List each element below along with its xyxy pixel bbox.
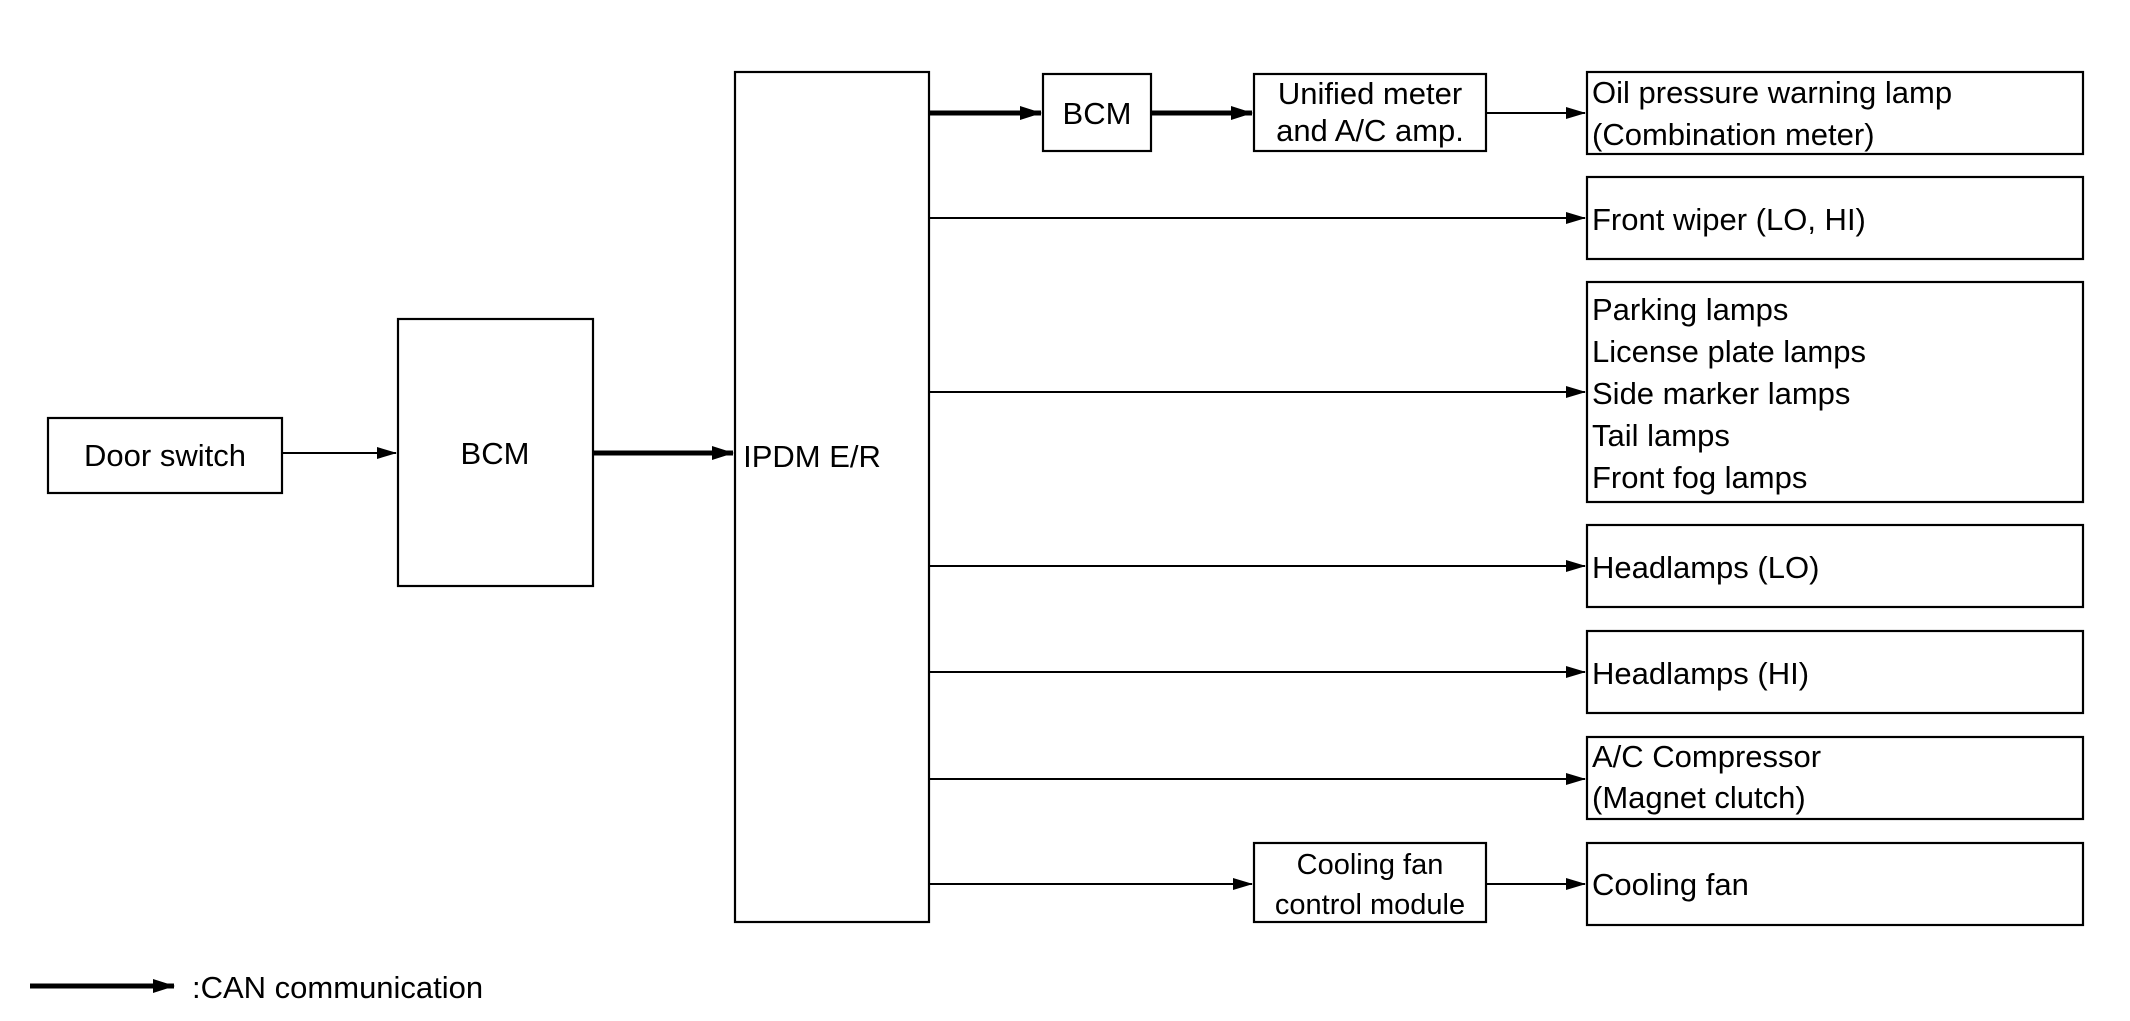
oil-pressure-line-2: (Combination meter) [1592, 117, 1875, 152]
bcm-main-node: BCM [396, 317, 595, 588]
headlamps-lo-line-1: Headlamps (LO) [1592, 550, 1819, 585]
oil-pressure-line-1: Oil pressure warning lamp [1592, 75, 1952, 110]
lamps-line-side-marker: Side marker lamps [1592, 376, 1850, 411]
output-headlamps-hi: Headlamps (HI) [1585, 629, 2085, 715]
legend-can-label: :CAN communication [192, 970, 483, 1005]
cooling-fan-module-box [1252, 841, 1488, 924]
bcm-main-box [396, 317, 595, 588]
output-cooling-fan: Cooling fan [1585, 841, 2085, 927]
headlamps-hi-box [1585, 629, 2085, 715]
bcm-top-box [1041, 72, 1153, 153]
oil-pressure-box [1585, 70, 2085, 156]
legend: :CAN communication [30, 970, 483, 1005]
output-front-wiper: Front wiper (LO, HI) [1585, 175, 2085, 261]
output-oil-pressure: Oil pressure warning lamp (Combination m… [1585, 70, 2085, 156]
cooling-fan-module-line-1: Cooling fan [1297, 849, 1444, 881]
bcm-main-label: BCM [461, 436, 530, 471]
bcm-top-node: BCM [1041, 72, 1153, 153]
cooling-fan-module-node: Cooling fan control module [1252, 841, 1488, 924]
door-switch-node: Door switch [46, 416, 284, 495]
bcm-top-label: BCM [1063, 96, 1132, 131]
output-headlamps-lo: Headlamps (LO) [1585, 523, 2085, 609]
ac-compressor-box [1585, 735, 2085, 821]
unified-meter-line-1: Unified meter [1278, 76, 1462, 111]
ipdm-box [733, 70, 931, 924]
ipdm-node: IPDM E/R [733, 70, 931, 924]
lamps-line-front-fog: Front fog lamps [1592, 460, 1807, 495]
front-wiper-line-1: Front wiper (LO, HI) [1592, 202, 1866, 237]
lamps-line-parking: Parking lamps [1592, 292, 1788, 327]
unified-meter-node: Unified meter and A/C amp. [1252, 72, 1488, 153]
ac-compressor-line-2: (Magnet clutch) [1592, 780, 1806, 815]
front-wiper-box [1585, 175, 2085, 261]
ipdm-label: IPDM E/R [743, 439, 881, 474]
ac-compressor-line-1: A/C Compressor [1592, 739, 1821, 774]
lamps-line-tail: Tail lamps [1592, 418, 1730, 453]
door-switch-box [46, 416, 284, 495]
cooling-fan-line-1: Cooling fan [1592, 867, 1749, 902]
lamps-box [1585, 280, 2085, 504]
door-switch-label: Door switch [84, 438, 246, 473]
output-ac-compressor: A/C Compressor (Magnet clutch) [1585, 735, 2085, 821]
cooling-fan-module-line-2: control module [1275, 889, 1465, 921]
lamps-line-license: License plate lamps [1592, 334, 1866, 369]
headlamps-lo-box [1585, 523, 2085, 609]
output-lamps: Parking lamps License plate lamps Side m… [1585, 280, 2085, 504]
unified-meter-line-2: and A/C amp. [1276, 113, 1464, 148]
cooling-fan-box [1585, 841, 2085, 927]
headlamps-hi-line-1: Headlamps (HI) [1592, 656, 1809, 691]
